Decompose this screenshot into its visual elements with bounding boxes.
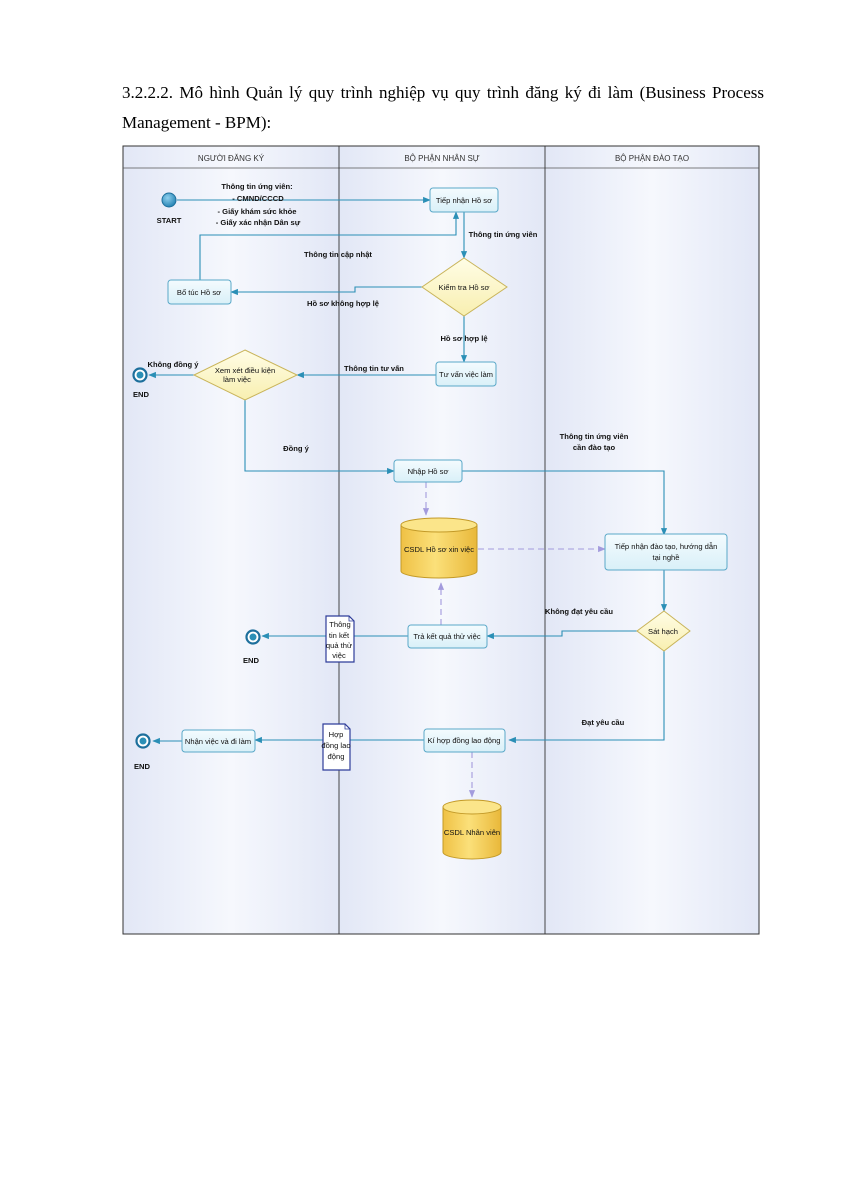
gateway-kiem-tra-ho-so: Kiểm tra Hồ sơ xyxy=(421,257,508,317)
label-can-dao-tao-2: cần đào tạo xyxy=(573,443,616,452)
svg-text:Kiểm tra Hồ sơ: Kiểm tra Hồ sơ xyxy=(439,283,490,292)
svg-text:Sát hạch: Sát hạch xyxy=(648,627,678,636)
flow-xem-xet-to-nhap xyxy=(244,400,395,475)
flow-bo-tuc-to-tiep-nhan xyxy=(199,211,460,284)
task-tiep-nhan-dao-tao: Tiếp nhận đào tạo, hướng dẫn tại nghề xyxy=(604,533,728,571)
label-khong-dong-y: Không đồng ý xyxy=(147,360,199,369)
svg-text:Tư vấn việc làm: Tư vấn việc làm xyxy=(439,370,493,379)
flow-sat-hach-to-hop-dong xyxy=(508,650,665,744)
gateway-xem-xet-dieu-kien: Xem xét điều kiện làm việc xyxy=(192,349,299,401)
svg-text:Nhận việc và đi làm: Nhận việc và đi làm xyxy=(185,737,251,746)
database-csdl-ho-so: CSDL Hồ sơ xin việc xyxy=(400,517,478,579)
associations xyxy=(422,482,606,798)
svg-text:CSDL Nhân viên: CSDL Nhân viên xyxy=(444,828,500,837)
flow-kiem-tra-to-bo-tuc xyxy=(230,286,422,296)
gateway-sat-hach: Sát hạch xyxy=(636,610,691,652)
svg-text:Bổ túc Hồ sơ: Bổ túc Hồ sơ xyxy=(177,288,221,297)
label-thong-tin-ung-vien: Thông tin ứng viên: xyxy=(221,182,292,191)
label-ho-so-khong-hop-le: Hồ sơ không hợp lệ xyxy=(307,299,379,308)
svg-text:làm việc: làm việc xyxy=(223,375,251,384)
task-tra-ket-qua-thu-viec: Trả kết quả thử việc xyxy=(407,624,488,649)
task-ki-hop-dong-lao-dong: Kí hợp đồng lao động xyxy=(423,728,506,753)
end-event: END xyxy=(134,733,151,771)
label-thong-tin-cap-nhat: Thông tin cập nhật xyxy=(304,250,372,259)
lane-title: NGƯỜI ĐĂNG KÝ xyxy=(198,154,265,163)
label-thong-tin-ung-vien-2: Thông tin ứng viên xyxy=(469,230,538,239)
flow-nhap-to-dao-tao xyxy=(462,470,668,536)
start-event: START xyxy=(157,192,182,225)
task-tu-van-viec-lam: Tư vấn việc làm xyxy=(435,361,497,387)
label-giay-kham: - Giấy khám sức khỏe xyxy=(218,207,297,216)
end-event: END xyxy=(132,367,150,399)
label-ho-so-hop-le: Hồ sơ hợp lệ xyxy=(440,334,487,343)
svg-text:Xem xét điều kiện: Xem xét điều kiện xyxy=(215,366,275,375)
flow-sat-hach-to-tra-ket-qua xyxy=(486,630,637,640)
svg-text:động: động xyxy=(328,752,345,761)
database-csdl-nhan-vien: CSDL Nhân viên xyxy=(442,799,502,860)
task-nhan-viec-va-di-lam: Nhận việc và đi làm xyxy=(181,729,256,753)
svg-text:Hợp: Hợp xyxy=(329,730,344,739)
label-can-dao-tao-1: Thông tin ứng viên xyxy=(560,432,629,441)
label-thong-tin-tu-van: Thông tin tư vấn xyxy=(344,364,404,373)
end-event: END xyxy=(243,629,261,665)
section-heading: 3.2.2.2. Mô hình Quản lý quy trình nghiệ… xyxy=(122,83,764,132)
svg-text:Nhập Hồ sơ: Nhập Hồ sơ xyxy=(408,467,449,476)
swimlane-pool: NGƯỜI ĐĂNG KÝ BỘ PHẬN NHÂN SỰ BỘ PHẬN ĐÀ… xyxy=(122,145,760,935)
svg-text:đồng lao: đồng lao xyxy=(321,741,350,750)
label-cmnd: - CMND/CCCD xyxy=(232,194,284,203)
lane-title: BỘ PHẬN ĐÀO TẠO xyxy=(615,154,689,163)
document-thong-tin-ket-qua: Thông xyxy=(325,615,355,663)
document-text-line: tin kết xyxy=(329,631,350,640)
lane-title: BỘ PHẬN NHÂN SỰ xyxy=(404,154,479,163)
label-khong-dat-yeu-cau: Không đạt yêu cầu xyxy=(545,607,613,616)
label-dat-yeu-cau: Đạt yêu cầu xyxy=(582,718,625,727)
svg-text:Tiếp nhận đào tạo, hướng dẫn: Tiếp nhận đào tạo, hướng dẫn xyxy=(615,542,718,551)
svg-text:Trả kết quả thử việc: Trả kết quả thử việc xyxy=(413,632,480,641)
end-label: END xyxy=(243,656,260,665)
svg-text:tại nghề: tại nghề xyxy=(652,553,679,562)
start-label: START xyxy=(157,216,182,225)
document-text-line: việc xyxy=(332,651,346,660)
svg-text:Tiếp nhận Hồ sơ: Tiếp nhận Hồ sơ xyxy=(436,196,492,205)
flow-labels: Thông tin ứng viên: - CMND/CCCD - Giấy k… xyxy=(147,182,628,727)
label-dong-y: Đồng ý xyxy=(283,444,310,453)
sequence-flows xyxy=(148,196,668,745)
document-text-line: quả thử xyxy=(326,641,352,650)
end-label: END xyxy=(133,390,150,399)
svg-text:CSDL Hồ sơ xin việc: CSDL Hồ sơ xin việc xyxy=(404,545,474,554)
svg-text:Kí hợp đồng lao động: Kí hợp đồng lao động xyxy=(428,736,501,745)
task-nhap-ho-so: Nhập Hồ sơ xyxy=(393,459,463,483)
document-hop-dong-lao-dong: Hợp đồng lao động xyxy=(321,723,351,771)
end-label: END xyxy=(134,762,151,771)
task-tiep-nhan-ho-so: Tiếp nhận Hồ sơ xyxy=(429,187,499,213)
task-bo-tuc-ho-so: Bổ túc Hồ sơ xyxy=(167,279,232,305)
lane-nguoi-dang-ky xyxy=(123,146,339,934)
label-giay-xac-nhan: - Giấy xác nhận Dân sự xyxy=(216,218,301,227)
svg-text:Thông: Thông xyxy=(329,620,351,629)
